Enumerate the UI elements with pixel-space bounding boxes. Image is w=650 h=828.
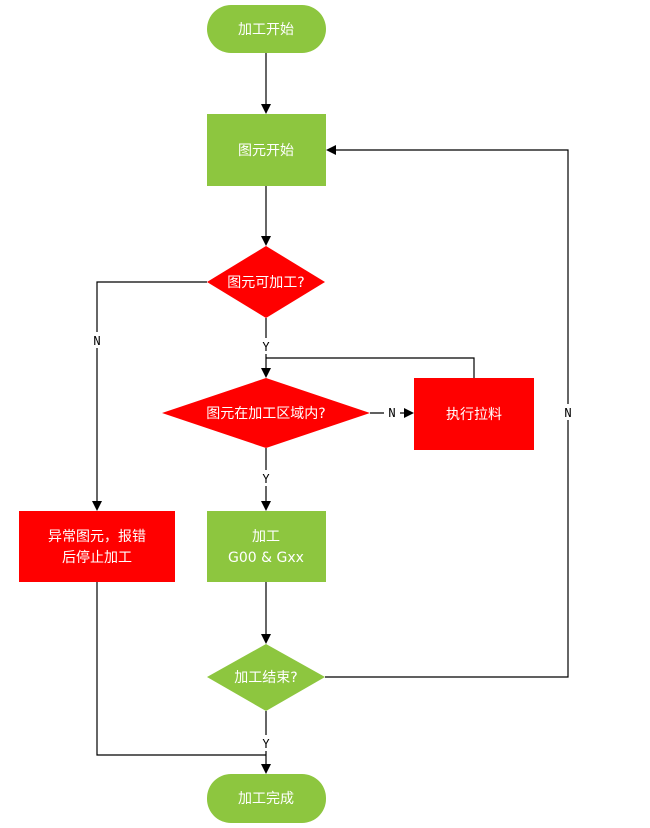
element-start-process-shape	[207, 114, 326, 186]
process-done-decision: 加工结束?	[207, 644, 325, 711]
start-node: 加工开始	[207, 5, 326, 53]
process-done-label: 加工结束?	[234, 670, 297, 686]
arrowhead	[261, 104, 271, 114]
arrowhead	[261, 634, 271, 644]
can-process-label: 图元可加工?	[227, 275, 304, 291]
arrowhead	[404, 408, 414, 418]
start-label: 加工开始	[238, 22, 294, 38]
label-in-region-yes: Y	[262, 472, 270, 486]
edge-pull-material-loop-back	[266, 357, 475, 378]
in-region-label: 图元在加工区域内?	[206, 406, 325, 422]
error-stop-label-line1: 异常图元，报错	[48, 529, 146, 545]
end-terminal-shape	[207, 774, 326, 823]
edge-error-to-end-merge	[96, 582, 266, 756]
end-node: 加工完成	[207, 774, 326, 823]
pull-material-label: 执行拉料	[446, 407, 502, 423]
label-done-yes: Y	[262, 737, 270, 751]
in-region-decision: 图元在加工区域内?	[162, 378, 370, 448]
label-can-process-yes: Y	[262, 340, 270, 354]
element-start-node: 图元开始	[207, 114, 326, 186]
can-process-diamond	[207, 246, 325, 318]
edge-can-process-no-to-error	[96, 281, 207, 501]
label-can-process-no: N	[93, 334, 100, 348]
label-done-no: N	[564, 406, 571, 420]
can-process-decision: 图元可加工?	[207, 246, 325, 318]
arrowhead	[261, 368, 271, 378]
in-region-diamond	[162, 378, 370, 448]
label-in-region-no: N	[388, 406, 395, 420]
arrowhead	[261, 501, 271, 511]
process-g-label-line1: 加工	[252, 529, 280, 545]
end-label: 加工完成	[238, 791, 294, 807]
edge-labels: N Y N Y N Y	[89, 332, 576, 751]
pull-material-process-shape	[414, 378, 534, 450]
process-done-diamond	[207, 644, 325, 711]
element-start-label: 图元开始	[238, 143, 294, 159]
process-g-node: 加工 G00 & Gxx	[207, 511, 326, 582]
error-stop-process-shape	[19, 511, 175, 582]
error-stop-label-line2: 后停止加工	[62, 549, 132, 566]
start-terminal-shape	[207, 5, 326, 53]
error-stop-node: 异常图元，报错 后停止加工	[19, 511, 175, 582]
pull-material-node: 执行拉料	[414, 378, 534, 450]
process-g-process-shape	[207, 511, 326, 582]
arrowhead	[92, 501, 102, 511]
process-g-label-line2: G00 & Gxx	[228, 550, 304, 566]
arrowhead	[261, 236, 271, 246]
arrowhead	[261, 764, 271, 774]
arrowhead	[326, 145, 336, 155]
